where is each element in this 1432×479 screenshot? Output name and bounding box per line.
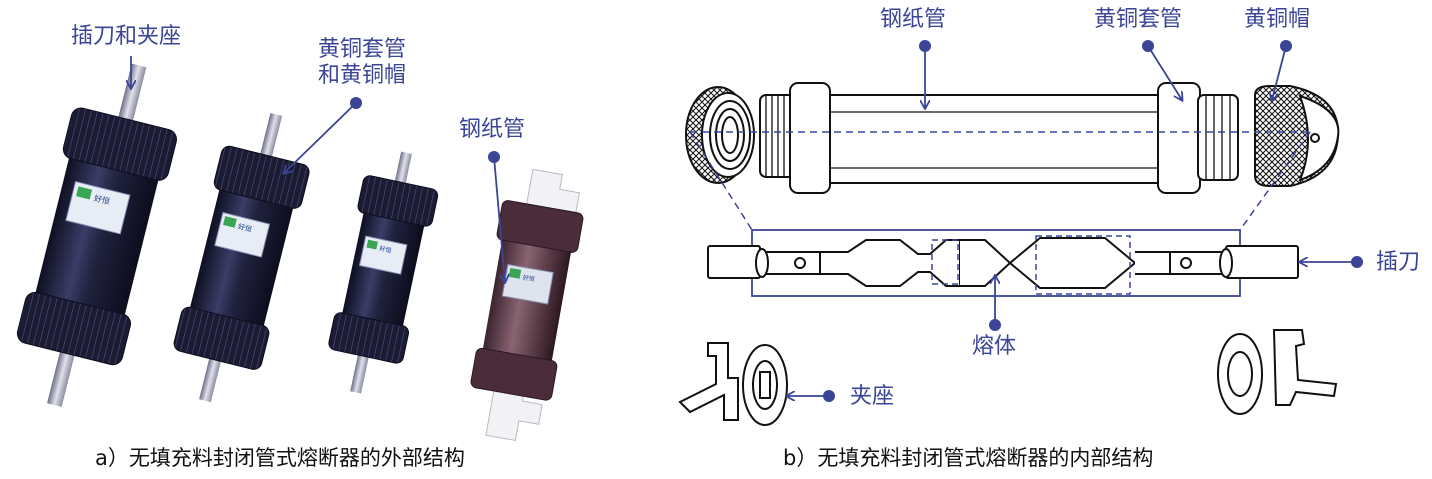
label-clip-seat: 夹座 [850,384,895,409]
label-brass-sleeve-b: 黄铜套管 [1094,7,1183,32]
label-fiber-tube-a: 钢纸管 [459,117,526,142]
fuse-photo-1: 好恒 [16,63,177,407]
label-brass-sleeve-line2: 和黄铜帽 [318,63,407,88]
right-clip-seat [1217,329,1338,415]
sticker-2: 好恒 [237,222,253,234]
label-brass-sleeve-line1: 黄铜套管 [318,37,407,62]
caption-panel-b: b）无填充料封闭管式熔断器的内部结构 [783,446,1154,470]
right-brass-cap [1254,85,1340,187]
panel-b-leaders [787,40,1363,402]
left-brass-cap [685,86,755,184]
fuse-photo-3: 好恒 [328,151,439,394]
panel-a-leaders [131,56,505,282]
label-fuse-element: 熔体 [972,334,1017,359]
fuse-product-photo: 好恒 好恒 好恒 [16,63,584,442]
fuse-photo-2: 好恒 [173,113,310,403]
label-blade-and-clip: 插刀和夹座 [71,24,182,49]
fiber-tube [789,82,1201,194]
exploded-diagram [678,82,1340,426]
sticker-4: 好恒 [522,273,535,283]
element-focus-boxes [931,235,1131,295]
left-clip-seat [678,342,788,426]
projection-lines [689,131,1311,231]
caption-panel-a: a）无填充料封闭管式熔断器的外部结构 [95,446,465,470]
left-brass-sleeve [759,94,795,178]
fuse-photo-4: 好恒 [470,168,584,442]
fuse-element [707,237,1299,289]
label-blade: 插刀 [1376,250,1421,275]
right-brass-sleeve [1197,94,1239,181]
label-fiber-tube-b: 钢纸管 [880,7,947,32]
sticker-3: 好恒 [379,244,392,254]
sticker-1: 好恒 [93,193,111,207]
label-brass-cap: 黄铜帽 [1244,7,1311,32]
